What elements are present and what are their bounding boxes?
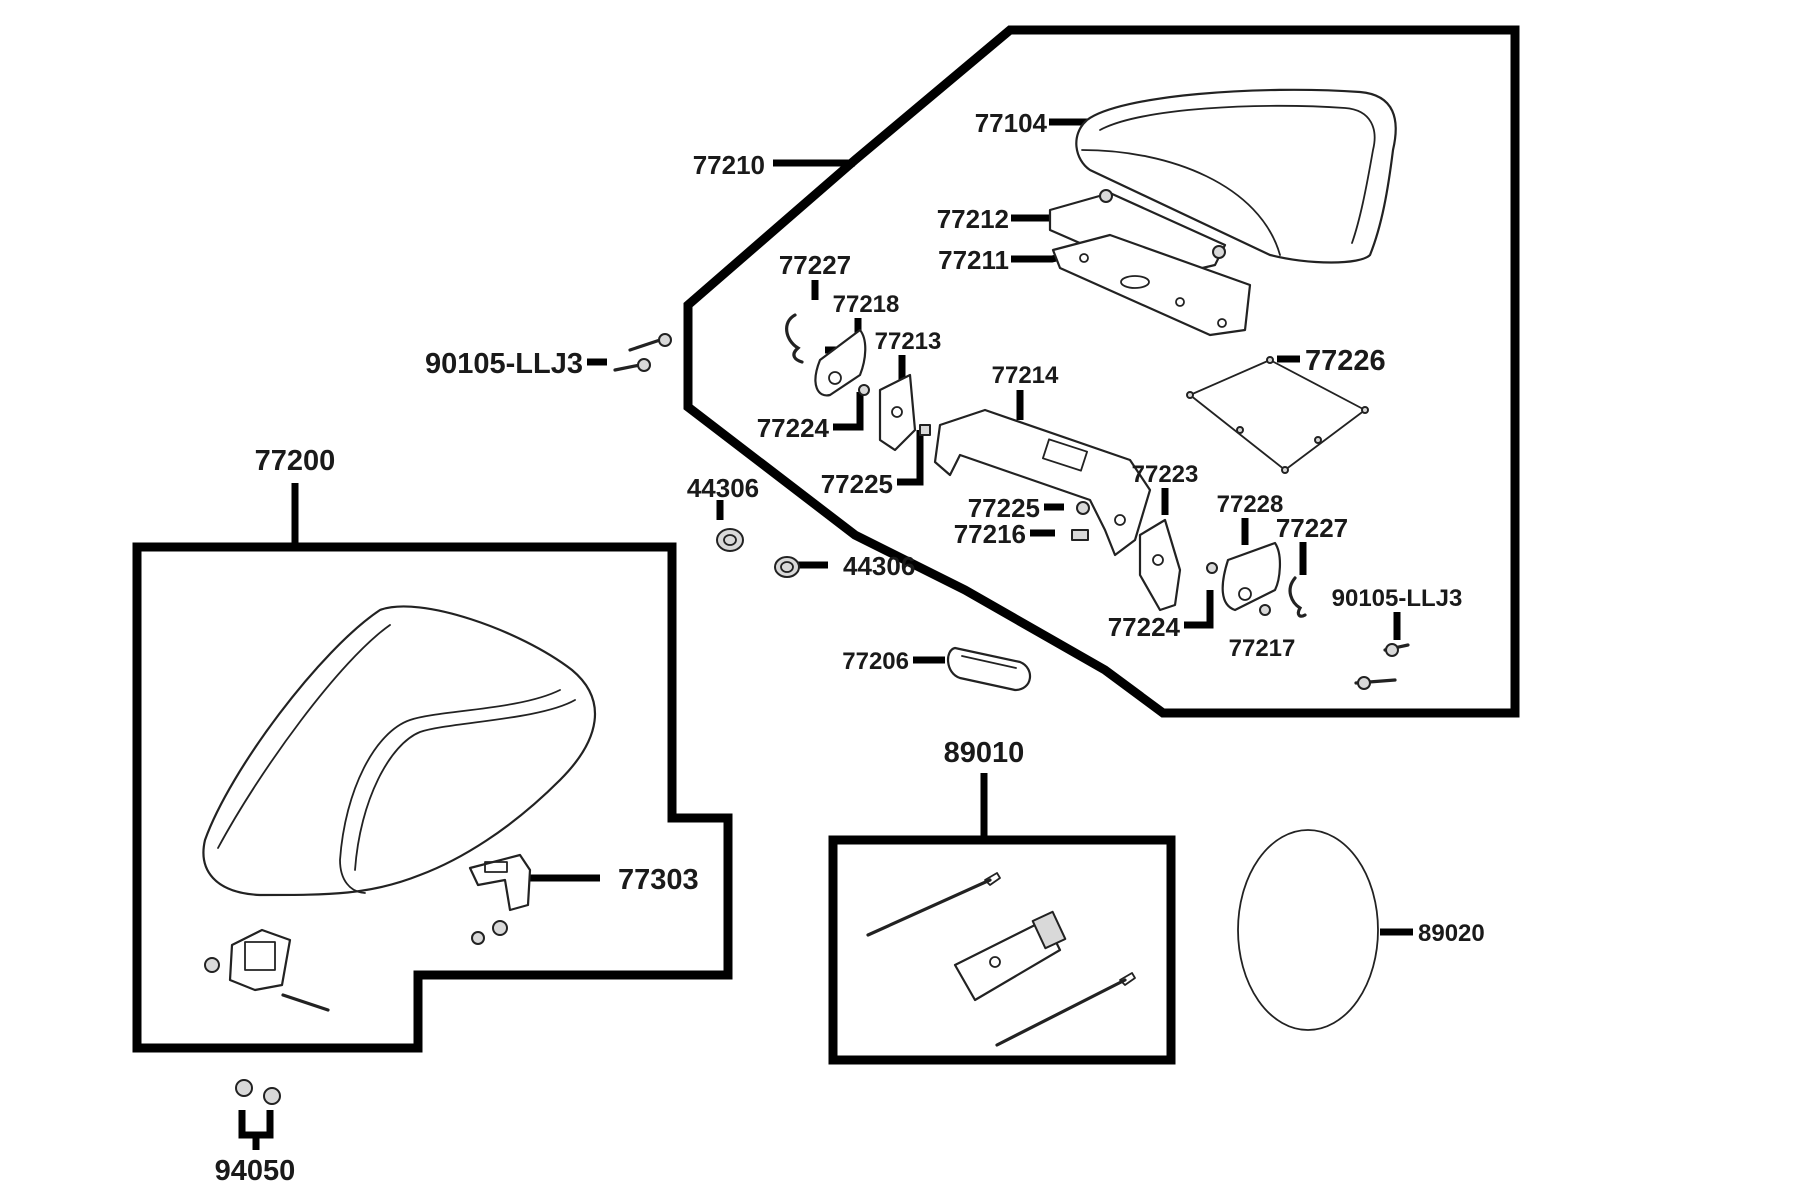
grommets-44306 [716,528,800,578]
seat-base-plate [1048,189,1252,337]
bolts-90105 [613,333,1410,690]
label-44306-bottom: 44306 [843,551,915,581]
rubber-bumper-77206 [947,646,1031,692]
label-77223: 77223 [1132,461,1199,488]
label-77303: 77303 [618,864,699,896]
leader-77225a [897,430,924,486]
label-77226: 77226 [1305,345,1386,377]
main-bracket [933,408,1152,557]
label-77225-top: 77225 [821,469,893,499]
label-77214: 77214 [992,362,1059,389]
label-77210: 77210 [693,150,765,180]
label-77224-right: 77224 [1108,612,1181,642]
seat-latch-hardware [204,853,532,1012]
label-77213: 77213 [875,328,942,355]
label-77217: 77217 [1229,635,1296,662]
label-77212: 77212 [937,204,1009,234]
leader-77224a [833,392,864,431]
seat-wire-frame [1186,356,1369,474]
label-77211: 77211 [938,245,1009,275]
label-77206: 77206 [842,648,909,675]
label-77228: 77228 [1217,491,1284,518]
label-44306-top: 44306 [687,473,759,503]
screws-94050 [235,1079,281,1105]
seat-assembly-group-outline [683,25,1520,718]
label-89010: 89010 [944,737,1025,769]
label-77227-left: 77227 [779,250,851,280]
right-hinge-parts [1071,501,1307,618]
label-77216: 77216 [954,519,1026,549]
label-77227-right: 77227 [1276,513,1348,543]
label-77104: 77104 [975,108,1048,138]
label-94050: 94050 [215,1155,296,1187]
leader-77224b [1184,590,1214,629]
rider-seat [202,605,597,897]
label-90105-LLJ3-left: 90105-LLJ3 [425,348,583,380]
tool-kit [866,872,1136,1047]
label-77225-bottom: 77225 [968,493,1040,523]
label-89020: 89020 [1418,920,1485,947]
left-hinge-parts [785,313,931,452]
label-77224-left: 77224 [757,413,830,443]
label-77200: 77200 [255,445,336,477]
leader-94050b [256,1110,274,1139]
label-90105-LLJ3-right: 90105-LLJ3 [1332,585,1463,612]
rider-seat-group-outline [132,542,733,1053]
tool-kit-group-outline [828,835,1176,1065]
label-77218: 77218 [833,291,900,318]
leader-94050 [238,1110,260,1150]
rubber-band-89020 [1237,829,1379,1031]
pillion-seat-cushion [1075,88,1397,264]
